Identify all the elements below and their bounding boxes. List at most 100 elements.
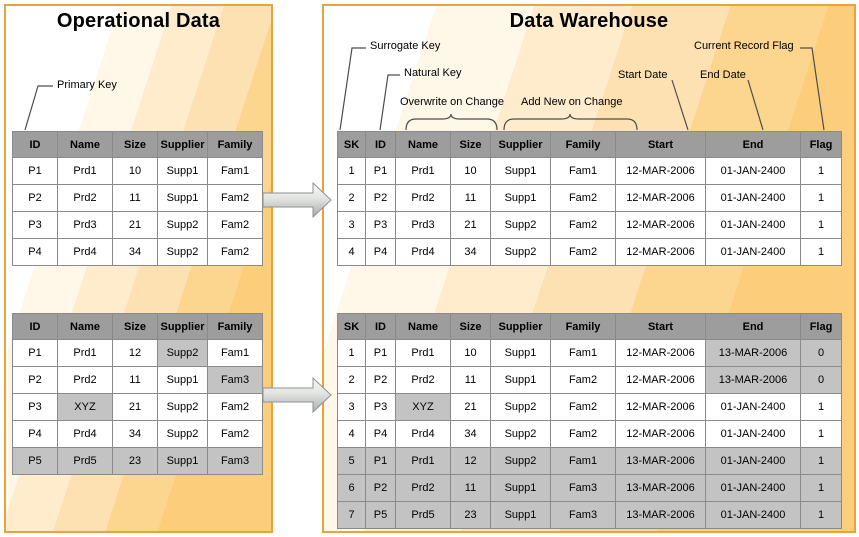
table-cell: 1 (800, 501, 842, 529)
table-cell: Prd1 (57, 339, 113, 367)
table-cell: 13-MAR-2006 (615, 474, 706, 502)
table-cell: Prd4 (395, 420, 451, 448)
add-new-on-change-label: Add New on Change (521, 96, 623, 108)
table-cell: 12-MAR-2006 (615, 184, 706, 212)
table-cell: Supp1 (490, 184, 551, 212)
table-cell: Fam2 (550, 238, 616, 266)
table-cell: 1 (800, 184, 842, 212)
table-cell: Prd5 (57, 447, 113, 475)
table-cell: Prd3 (395, 211, 451, 239)
end-date-label: End Date (700, 69, 746, 81)
table-cell: Supp1 (490, 501, 551, 529)
column-header-end: End (705, 313, 801, 340)
table-cell: 01-JAN-2400 (705, 211, 801, 239)
table-cell: 10 (450, 339, 491, 367)
table-cell: 21 (450, 393, 491, 421)
table-cell: 01-JAN-2400 (705, 184, 801, 212)
table-cell: Fam2 (207, 393, 263, 421)
table-cell: 11 (450, 184, 491, 212)
table-cell: 12-MAR-2006 (615, 238, 706, 266)
table-cell: P2 (365, 366, 396, 394)
table-cell: 01-JAN-2400 (705, 447, 801, 475)
table-cell: Prd2 (395, 366, 451, 394)
column-header-family: Family (550, 131, 616, 158)
table-cell: XYZ (57, 393, 113, 421)
table-cell: Fam2 (207, 238, 263, 266)
table-cell: Supp1 (490, 339, 551, 367)
table-cell: 23 (450, 501, 491, 529)
table-cell: 1 (800, 157, 842, 185)
column-header-start: Start (615, 313, 706, 340)
table-cell: Fam1 (207, 157, 263, 185)
table-cell: P2 (365, 474, 396, 502)
table-cell: 11 (112, 366, 158, 394)
natural-key-label: Natural Key (404, 67, 462, 79)
column-header-size: Size (450, 131, 491, 158)
table-cell: 23 (112, 447, 158, 475)
load-arrow-top (262, 181, 332, 219)
table-cell: P2 (12, 366, 58, 394)
column-header-start: Start (615, 131, 706, 158)
table-cell: 1 (800, 211, 842, 239)
table-cell: Prd3 (57, 211, 113, 239)
column-header-family: Family (550, 313, 616, 340)
table-cell: Prd4 (57, 238, 113, 266)
table-cell: Prd1 (395, 157, 451, 185)
table-cell: Fam2 (550, 211, 616, 239)
table-cell: 34 (112, 238, 158, 266)
table-cell: Fam2 (550, 393, 616, 421)
table-cell: Supp1 (157, 157, 208, 185)
table-cell: Supp1 (157, 366, 208, 394)
column-header-name: Name (57, 313, 113, 340)
table-cell: 2 (337, 184, 366, 212)
table-cell: Supp1 (157, 447, 208, 475)
table-cell: 2 (337, 366, 366, 394)
table-cell: P1 (12, 339, 58, 367)
primary-key-label: Primary Key (57, 79, 117, 91)
column-header-family: Family (207, 131, 263, 158)
table-cell: 01-JAN-2400 (705, 238, 801, 266)
table-cell: P4 (12, 420, 58, 448)
table-cell: Supp2 (490, 238, 551, 266)
table-cell: 5 (337, 447, 366, 475)
table-cell: 4 (337, 420, 366, 448)
table-cell: Fam2 (550, 366, 616, 394)
table-cell: 11 (112, 184, 158, 212)
table-cell: 11 (450, 474, 491, 502)
column-header-name: Name (395, 313, 451, 340)
table-cell: 21 (112, 393, 158, 421)
table-cell: P2 (12, 184, 58, 212)
table-cell: Fam2 (550, 420, 616, 448)
table-cell: 4 (337, 238, 366, 266)
table-cell: P1 (12, 157, 58, 185)
column-header-sk: SK (337, 131, 366, 158)
column-header-flag: Flag (800, 313, 842, 340)
table-cell: P1 (365, 447, 396, 475)
load-arrow-bottom (262, 376, 332, 414)
table-cell: P4 (12, 238, 58, 266)
table-cell: Supp1 (490, 366, 551, 394)
table-cell: Fam2 (207, 211, 263, 239)
table-cell: Fam3 (550, 474, 616, 502)
table-cell: Prd1 (395, 447, 451, 475)
table-cell: 01-JAN-2400 (705, 157, 801, 185)
table-cell: 3 (337, 211, 366, 239)
table-cell: Supp2 (490, 211, 551, 239)
column-header-size: Size (450, 313, 491, 340)
column-header-end: End (705, 131, 801, 158)
table-cell: P3 (365, 211, 396, 239)
table-cell: 34 (112, 420, 158, 448)
table-cell: 10 (112, 157, 158, 185)
table-cell: 6 (337, 474, 366, 502)
table-cell: Fam2 (207, 420, 263, 448)
